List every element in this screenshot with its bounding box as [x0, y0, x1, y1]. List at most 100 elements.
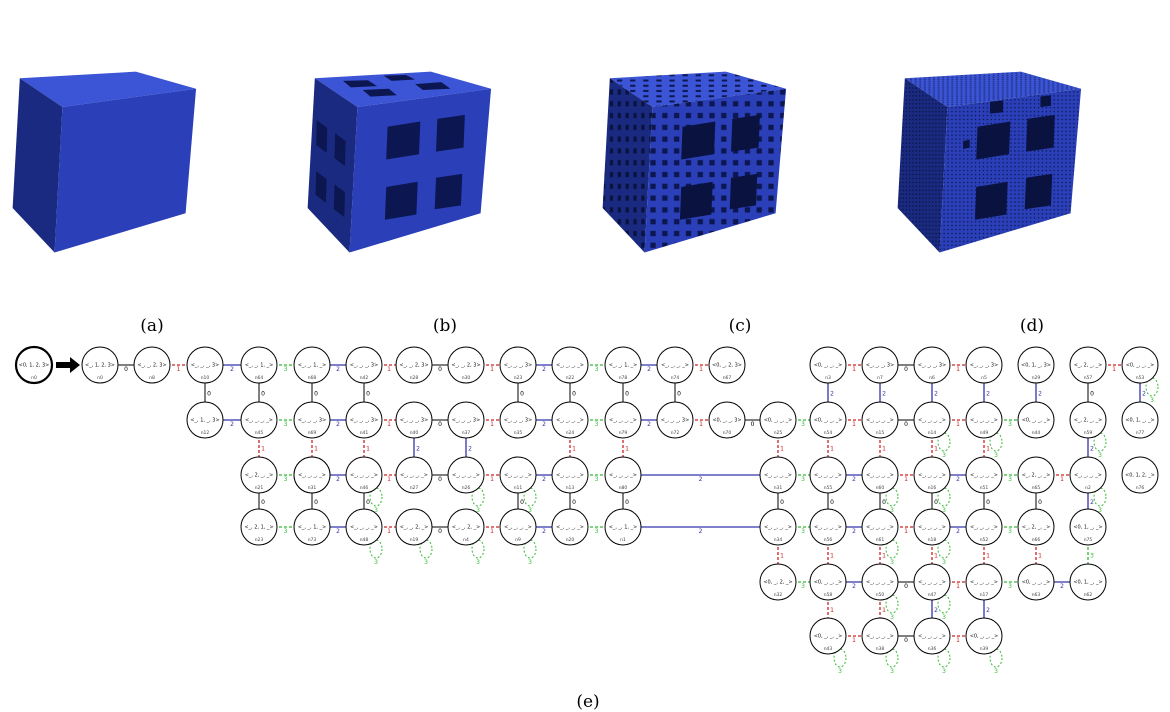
- graph-edge-label: 1: [1112, 366, 1116, 373]
- graph-node-label: <_, _, _, _>: [609, 418, 637, 424]
- graph-node-n40: <_, _, _, 3>n40: [395, 401, 433, 439]
- graph-edge-label: 1: [986, 446, 990, 453]
- graph-node-id: n7: [877, 375, 883, 381]
- graph-self-loop: [419, 539, 433, 559]
- graph-self-loop-label: 3: [838, 668, 842, 675]
- graph-node-id: n13: [566, 485, 575, 491]
- graph-node-label: <0, 1, _, 3>: [1021, 363, 1051, 369]
- graph-node-label: <_, _, _, _>: [918, 634, 946, 640]
- graph-node-id: n44: [1032, 430, 1041, 436]
- graph-node-label: <_, _, _, _>: [764, 525, 792, 531]
- graph-edge-label: 3: [1008, 528, 1012, 535]
- caption-e: (e): [576, 692, 600, 712]
- graph-node-id: n21: [255, 485, 264, 491]
- graph-node-n52: <_, _, _, _>n52: [965, 508, 1003, 546]
- graph-node-id: n6: [929, 375, 935, 381]
- graph-edge-label: 0: [314, 499, 318, 506]
- graph-edge-label: 0: [366, 391, 370, 398]
- graph-node-circle: [499, 456, 537, 494]
- graph-self-loop: [1093, 432, 1107, 452]
- graph-self-loop-label: 3: [942, 668, 946, 675]
- graph-node-label: <_, _, _, _>: [298, 473, 326, 479]
- graph-node-label: <_, _, _, 3>: [191, 363, 220, 369]
- graph-node-id: n2: [1085, 485, 1091, 491]
- graph-node-label: <_, _, 2, 3>: [451, 363, 480, 369]
- graph-self-loop: [885, 487, 899, 507]
- graph-node-circle: [447, 401, 485, 439]
- graph-node-circle: [809, 346, 847, 384]
- graph-node-n74: <_, _, _, _>n74: [656, 346, 694, 384]
- graph-node-label: <0, 1, _, _>: [1073, 525, 1102, 531]
- graph-node-n64: <_, _, 1, _>n64: [240, 346, 278, 384]
- graph-node-n48: <_, _, _, _>n48: [345, 508, 383, 546]
- graph-node-circle: [809, 456, 847, 494]
- graph-self-loop-label: 3: [1150, 397, 1154, 404]
- graph-edge-label: 1: [934, 553, 938, 560]
- graph-edge-label: 3: [801, 528, 805, 535]
- graph-node-label: <_, _, _, 3>: [350, 418, 379, 424]
- graph-edge-label: 1: [625, 446, 629, 453]
- graph-node-id: n51: [980, 485, 989, 491]
- graph-node-label: <0, _, _, _>: [814, 363, 843, 369]
- graph-node-id: n40: [410, 430, 419, 436]
- graph-node-n61: <_, _, _, _>n61: [861, 508, 899, 546]
- graph-edge-label: 0: [438, 476, 442, 483]
- graph-node-circle: [1069, 508, 1107, 546]
- graph-edge-label: 1: [490, 366, 494, 373]
- graph-node-n31: <_, _, _, _>n31: [759, 456, 797, 494]
- graph-node-label: <_, _, _, _>: [609, 473, 637, 479]
- graph-node-label: <_, _, _, _>: [556, 363, 584, 369]
- graph-node-circle: [656, 346, 694, 384]
- graph-self-loop-label: 3: [942, 507, 946, 514]
- graph-edge-label: 0: [677, 391, 681, 398]
- graph-edge-label: 0: [830, 499, 834, 506]
- graph-node-circle: [1017, 401, 1055, 439]
- graph-node-circle: [965, 456, 1003, 494]
- graph-self-loop: [885, 539, 899, 559]
- graph-edge-label: 2: [416, 446, 420, 453]
- graph-edge-label: 1: [1038, 553, 1042, 560]
- graph-node-label: <_, 2, 1, _>: [244, 525, 273, 531]
- graph-node-n49: <_, _, _, _>n49: [965, 401, 1003, 439]
- graph-node-circle: [809, 563, 847, 601]
- graph-node-n21: <_, 2, _, _>n21: [240, 456, 278, 494]
- graph-node-label: <_, _, _, _>: [245, 418, 273, 424]
- graph-node-id: n73: [308, 537, 317, 543]
- graph-node-n32: <0, _, 2, _>n32: [759, 563, 797, 601]
- graph-self-loop-label: 3: [994, 452, 998, 459]
- graph-node-id: n35: [514, 430, 523, 436]
- graph-node-label: <_, _, _, _>: [452, 473, 480, 479]
- graph-node-circle: [395, 508, 433, 546]
- graph-node-circle: [1121, 401, 1159, 439]
- graph-edge-label: 1: [1060, 476, 1064, 483]
- graph-edge-label: 3: [284, 366, 288, 373]
- graph-node-label: <_, _, _, _>: [970, 580, 998, 586]
- graph-node-label: <_, _, _, _>: [661, 363, 689, 369]
- graph-node-n36: <_, _, _, _>n36: [913, 617, 951, 655]
- graph-node-circle: [604, 456, 642, 494]
- graph-node-n10: <_, _, _, 3>n10: [186, 346, 224, 384]
- graph-node-id: n67: [723, 375, 732, 381]
- graph-node-label: <_, _, _, _>: [918, 473, 946, 479]
- graph-node-n19: <_, _, 2, _>n19: [395, 508, 433, 546]
- graph-node-n70: <0, _, _, 3>n70: [708, 401, 746, 439]
- graph-node-label: <_, _, _, _>: [504, 525, 532, 531]
- graph-node-n66: <_, 2, _, _>n66: [1017, 508, 1055, 546]
- graph-node-label: <_, 1, 2, 3>: [85, 363, 115, 369]
- graph-node-n79: <_, _, _, _>n79: [604, 401, 642, 439]
- graph-self-loop: [833, 648, 847, 668]
- graph-node-circle: [1017, 346, 1055, 384]
- graph-node-label: <_, _, 1, _>: [609, 363, 638, 369]
- graph-node-n58: <0, _, _, _>n58: [809, 563, 847, 601]
- graph-edge-label: 2: [647, 421, 651, 428]
- graph-node-label: <0, _, _, 3>: [712, 418, 741, 424]
- graph-node-circle: [861, 401, 899, 439]
- graph-node-n34: <_, _, _, _>n34: [759, 508, 797, 546]
- graph-edge-label: 2: [230, 421, 234, 428]
- graph-node-n13: <_, _, _, _>n13: [551, 456, 589, 494]
- graph-node-id: n77: [1136, 430, 1145, 436]
- graph-self-loop: [471, 539, 485, 559]
- graph-node-n57: <_, 2, _, _>n57: [1069, 346, 1107, 384]
- graph-node-circle: [759, 563, 797, 601]
- graph-node-n78: <_, _, 1, _>n78: [604, 346, 642, 384]
